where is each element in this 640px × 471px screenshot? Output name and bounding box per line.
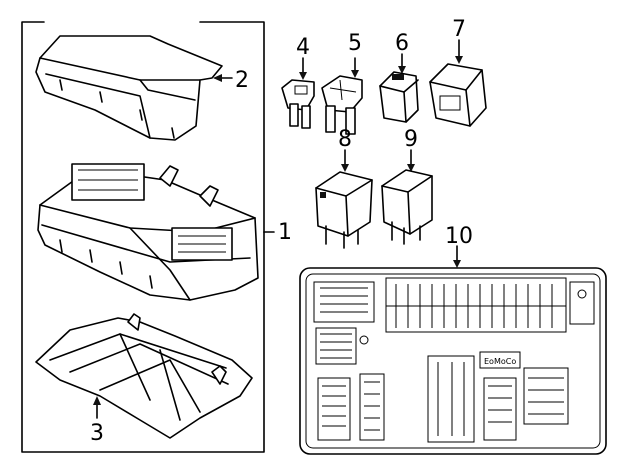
board-connector-center <box>427 355 475 443</box>
mini-fuse-part <box>281 57 315 129</box>
board-fuse-grid <box>385 277 567 333</box>
board-part: EoMoCo <box>299 245 607 455</box>
callout-1: 1 <box>278 220 292 245</box>
cartridge-fuse-part <box>379 53 419 123</box>
assembly-bracket <box>21 21 275 453</box>
callout-4: 4 <box>296 35 310 60</box>
board-marking-text: EoMoCo <box>484 357 516 366</box>
board-connector-top-right <box>569 281 595 325</box>
callout-2: 2 <box>235 68 249 93</box>
fusebox-part <box>37 163 259 301</box>
board-connector-right <box>483 367 569 441</box>
callout-8: 8 <box>338 127 352 152</box>
maxi-fuse-part <box>321 57 363 135</box>
board-connector-mid-left <box>315 327 369 365</box>
jcase-fuse-part <box>429 39 487 127</box>
relay-part-9 <box>381 149 433 245</box>
callout-6: 6 <box>395 31 409 56</box>
callout-9: 9 <box>404 127 418 152</box>
board-connector-top-left <box>313 281 375 323</box>
callout-10: 10 <box>445 224 473 249</box>
callout-3: 3 <box>90 421 104 446</box>
cover-part <box>35 35 233 141</box>
callout-5: 5 <box>348 31 362 56</box>
tray-part <box>35 313 253 439</box>
callout-7: 7 <box>452 17 466 42</box>
board-connector-bottom-left <box>317 373 385 441</box>
relay-part-8 <box>315 149 373 249</box>
